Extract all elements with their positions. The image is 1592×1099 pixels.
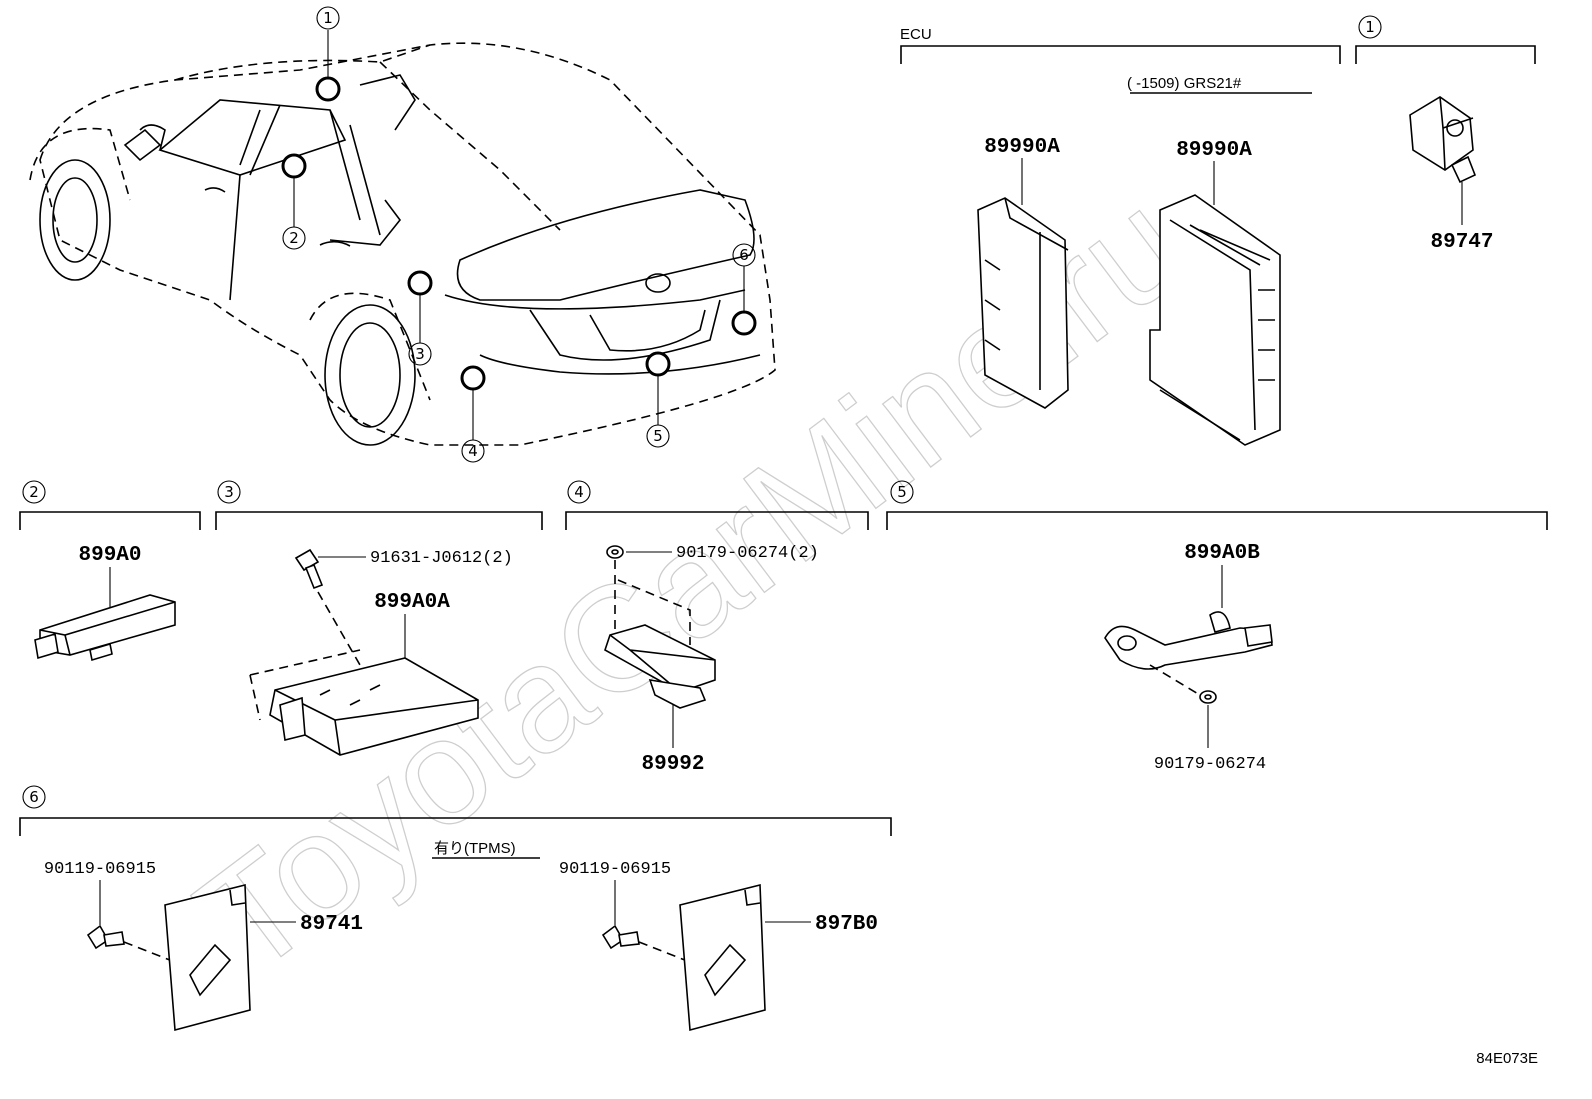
group-6-number: 6 [29,788,39,806]
callout-2: 2 [289,229,299,247]
group-1-number: 1 [1365,18,1375,36]
diagram-code: 84E073E [1476,1050,1538,1067]
vehicle-illustration [29,42,776,446]
location-ring-2 [281,153,307,179]
location-markers [281,76,757,391]
part-89990A-label: 89990A [984,136,1060,159]
group-1: 1 89747 [1355,15,1536,254]
ecu-group-label: ECU [900,26,932,43]
group-4-number: 4 [574,483,584,501]
location-ring-6 [731,310,757,336]
group-3: 3 91631-J0612(2) 899A0A [215,480,543,756]
part-89747-label: 89747 [1430,231,1493,254]
group-4: 4 90179-06274(2) 89992 [565,480,869,776]
part-899A0B-label: 899A0B [1184,542,1260,565]
part-899A0A-label: 899A0A [374,591,450,614]
part-89992-label: 89992 [641,753,704,776]
part-899A0-label: 899A0 [78,544,141,567]
car-callouts: 1 2 3 4 5 6 [282,6,756,463]
callout-5: 5 [653,427,663,445]
location-ring-5 [645,351,671,377]
ecu-variant-note: ( -1509) GRS21# [1127,75,1242,92]
group-3-number: 3 [224,483,234,501]
location-ring-1 [315,76,341,102]
part-90119-a-label: 90119-06915 [44,860,156,879]
part-90179-label: 90179-06274 [1154,755,1266,774]
part-90179-2-label: 90179-06274(2) [676,544,819,563]
location-ring-3 [407,270,433,296]
part-91631-label: 91631-J0612(2) [370,549,513,568]
part-90119-b-label: 90119-06915 [559,860,671,879]
ecu-group: ECU ( -1509) GRS21# 89990A 89990A [900,26,1341,446]
group-2-number: 2 [29,483,39,501]
callout-4: 4 [468,442,478,460]
group-6: 6 有り(TPMS) 90119-06915 89741 90119-06915… [19,785,892,1032]
location-ring-4 [460,365,486,391]
tpms-note: 有り(TPMS) [434,840,516,857]
group-5-number: 5 [897,483,907,501]
part-89990A-2-label: 89990A [1176,139,1252,162]
callout-1: 1 [323,9,333,27]
callout-3: 3 [415,345,425,363]
callout-6: 6 [739,246,749,264]
group-5: 5 899A0B 90179-06274 [886,480,1548,774]
part-897B0-label: 897B0 [815,913,878,936]
part-89741-label: 89741 [300,913,363,936]
group-2: 2 899A0 [19,480,201,662]
